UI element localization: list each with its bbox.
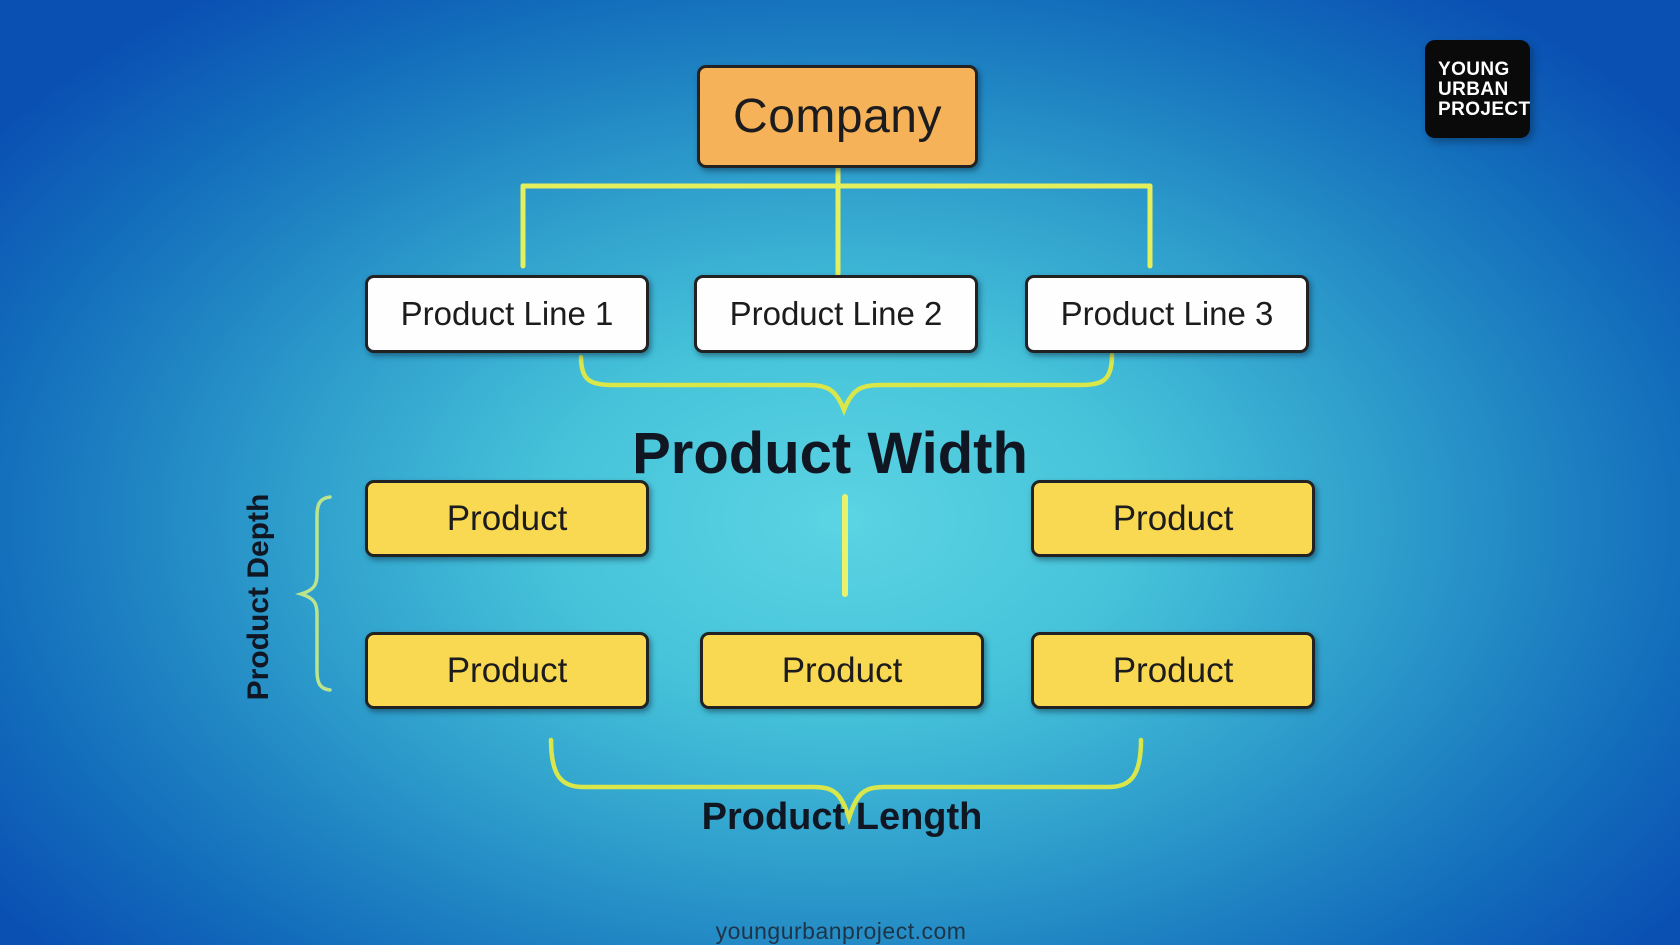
young-urban-project-logo: YOUNG URBAN PROJECT	[1425, 40, 1530, 138]
company-node: Company	[697, 65, 978, 168]
product-node-row2-left: Product	[365, 632, 649, 709]
product-label: Product	[446, 650, 568, 690]
product-line-2-label: Product Line 2	[729, 295, 943, 332]
product-node-row2-middle: Product	[700, 632, 984, 709]
product-label: Product	[1112, 650, 1234, 690]
product-line-3-label: Product Line 3	[1060, 295, 1274, 332]
product-node-row2-right: Product	[1031, 632, 1315, 709]
product-depth-label: Product Depth	[242, 493, 275, 701]
product-label: Product	[781, 650, 903, 690]
company-node-label: Company	[733, 90, 942, 143]
product-line-2-node: Product Line 2	[694, 275, 978, 353]
product-label: Product	[1112, 498, 1234, 538]
product-width-label: Product Width	[632, 421, 1028, 486]
logo-line-1: YOUNG	[1438, 59, 1510, 80]
depth-brace	[295, 495, 332, 692]
logo-line-3: PROJECT	[1438, 99, 1531, 120]
product-line-1-node: Product Line 1	[365, 275, 649, 353]
product-label: Product	[446, 498, 568, 538]
logo-line-2: URBAN	[1438, 79, 1509, 100]
product-line-3-node: Product Line 3	[1025, 275, 1309, 353]
website-url: youngurbanproject.com	[715, 918, 967, 944]
product-length-label: Product Length	[701, 796, 983, 838]
product-line-1-label: Product Line 1	[400, 295, 614, 332]
product-node-row1-right: Product	[1031, 480, 1315, 557]
product-node-row1-left: Product	[365, 480, 649, 557]
width-brace	[578, 352, 1115, 417]
